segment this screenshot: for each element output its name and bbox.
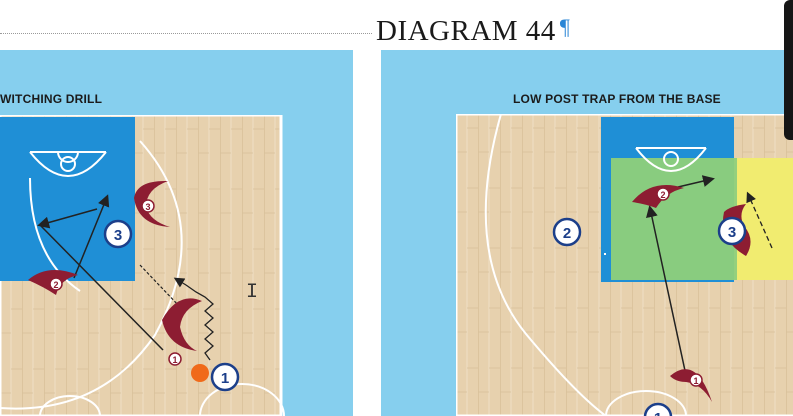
defender-marker [134,180,170,227]
defender-marker [162,298,202,351]
trap-zone-green [611,158,737,280]
offense-3-label: 3 [114,227,122,244]
text-cursor-icon: I [246,281,259,304]
offense-player-2 [552,217,582,247]
pilcrow-icon: ¶ [559,14,571,39]
defender-3-label: 3 [145,202,150,212]
offense-player-1 [643,402,673,416]
diagram-title-text: DIAGRAM 44 [376,15,556,47]
offense-player-1 [210,362,240,392]
left-diagram-heading: WITCHING DRILL [0,92,103,106]
offense-3-label: 3 [728,224,736,241]
offense-player-3 [103,219,133,249]
defender-2-label: 2 [53,280,58,290]
offense-2-label: 2 [563,225,571,242]
title-leader-dots [0,33,372,34]
right-court: 2 3 1 2 3 1 [456,114,793,416]
offense-1-label: 1 [654,410,662,416]
right-diagram-heading: LOW POST TRAP FROM THE BASE [513,92,721,106]
left-diagram-panel: WITCHING DRILL [0,50,353,416]
paint-area [0,117,135,281]
left-court: 3 2 1 3 1 [0,115,285,416]
window-edge [784,0,793,140]
basketball [191,364,209,382]
defender-1-label: 1 [172,355,177,365]
right-diagram-panel: LOW POST TRAP FROM THE BASE [381,50,793,416]
defender-1-label: 1 [693,376,698,386]
offense-1-label: 1 [221,370,229,387]
trap-zone-yellow [737,158,793,280]
defender-marker [670,369,712,402]
defender-2-label: 2 [660,190,665,200]
diagram-title: DIAGRAM 44¶ [376,14,570,48]
offense-player-3 [717,216,747,246]
